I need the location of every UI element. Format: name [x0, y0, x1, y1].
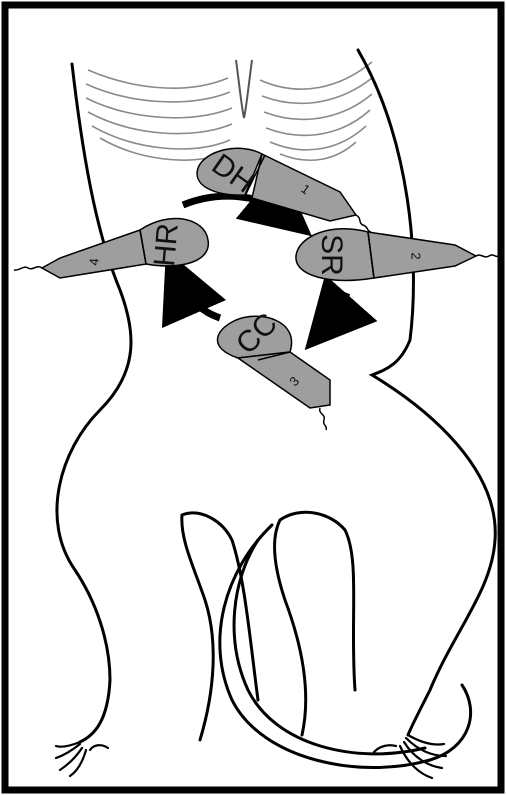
stage-sr: SR 2 [296, 229, 499, 281]
stage-hr: HR 4 [14, 219, 208, 278]
stage-hr-tail [14, 267, 42, 270]
stage-sr-tail [476, 255, 499, 257]
stage-hr-number: 4 [86, 258, 102, 267]
stage-sr-number: 2 [409, 252, 424, 259]
stage-sr-label: SR [315, 234, 348, 276]
rib-cage [86, 60, 372, 160]
stage-dh: DH 1 [197, 148, 371, 232]
stage-hr-arm [42, 230, 146, 278]
stage-hr-label: HR [148, 222, 185, 268]
left-foot [56, 742, 108, 776]
right-foot [374, 735, 446, 778]
stage-cc-tail [320, 408, 327, 430]
body-outline [57, 50, 495, 768]
arrow-cc-to-hr [180, 282, 220, 318]
arrow-sr-to-cc [328, 293, 347, 324]
stage-cc: CC 3 [217, 307, 330, 430]
